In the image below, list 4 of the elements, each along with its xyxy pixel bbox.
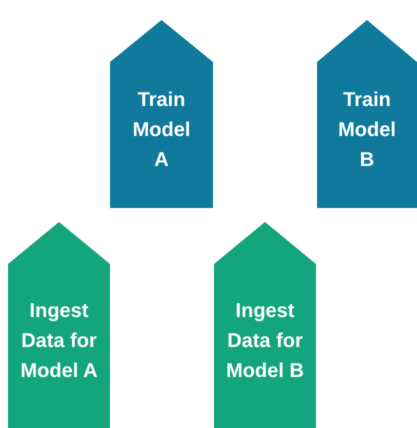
shape-label: Ingest Data for Model A [19, 299, 99, 384]
shape-label: Train Model A [132, 88, 192, 173]
shape-label: Train Model B [337, 88, 397, 173]
shape-label: Ingest Data for Model B [225, 299, 305, 384]
